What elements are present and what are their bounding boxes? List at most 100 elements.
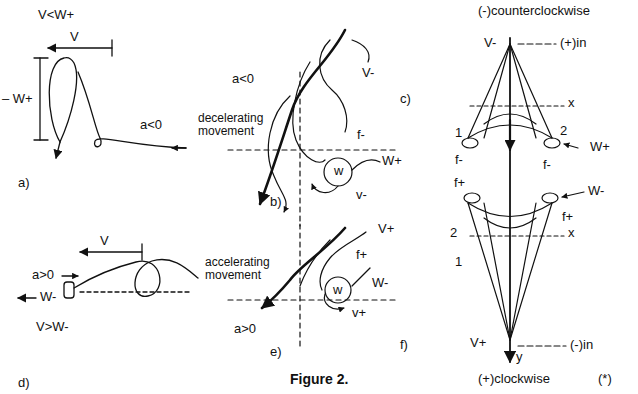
panel-d-stroke — [141, 244, 142, 260]
figure-label: v- — [356, 188, 367, 202]
panel-cf-stroke — [470, 105, 564, 106]
figure-label: f+ — [562, 210, 573, 224]
panel-cf-stroke — [462, 138, 478, 148]
figure-label: (-)in — [570, 338, 593, 352]
figure-label: V — [100, 234, 109, 248]
figure-label: x — [568, 226, 575, 240]
panel-cf — [462, 38, 584, 362]
figure-label: (+)clockwise — [478, 372, 550, 386]
figure-label: f+ — [454, 176, 465, 190]
panel-b-stroke — [312, 184, 338, 193]
figure-caption: Figure 2. — [290, 372, 348, 387]
panel-a-stroke — [48, 47, 112, 48]
figure-label: w — [334, 164, 343, 178]
figure-label: V- — [484, 36, 496, 50]
panel-cf-stroke — [468, 44, 510, 138]
panel-cf-stroke — [484, 44, 510, 138]
figure-label: W+ — [382, 154, 402, 168]
panel-cf-stroke — [484, 218, 536, 228]
panel-e-stroke — [300, 240, 330, 286]
figure-label: (+)in — [560, 36, 586, 50]
panel-cf-stroke — [509, 120, 511, 150]
panel-a-stroke — [172, 147, 186, 148]
figure-label: f- — [543, 158, 551, 172]
panel-e-stroke — [352, 268, 370, 286]
figure-label: v+ — [352, 306, 366, 320]
figure-label: a) — [18, 176, 30, 190]
panel-a-stroke — [56, 142, 60, 158]
figure-label: V- — [362, 66, 374, 80]
panel-d-stroke — [18, 297, 36, 298]
panel-a — [34, 40, 186, 158]
panel-b-stroke — [352, 160, 380, 170]
panel-a-stroke — [49, 58, 76, 142]
figure-label: V+ — [378, 222, 394, 236]
figure-label: (-)counterclockwise — [478, 4, 590, 18]
panel-b-stroke — [293, 62, 325, 162]
panel-cf-stroke — [510, 203, 552, 340]
figure-label: 1 — [455, 255, 462, 269]
figure-label: a>0 — [234, 322, 256, 336]
panel-b-stroke — [320, 40, 347, 132]
panel-d-stroke — [62, 275, 78, 276]
panel-d-stroke — [64, 282, 74, 298]
panel-cf-stroke — [518, 345, 566, 346]
figure-label: W+ — [590, 140, 610, 154]
panel-e-stroke — [262, 228, 345, 308]
panel-cf-stroke — [484, 203, 510, 340]
figure-label: V — [70, 30, 79, 44]
panel-b-stroke — [228, 149, 398, 150]
figure-label: a>0 — [32, 268, 54, 282]
panel-d-stroke — [80, 251, 142, 252]
figure-label: W- — [372, 276, 388, 290]
panel-cf-stroke — [510, 44, 552, 138]
panel-b-stroke — [352, 40, 369, 62]
figure-label: d) — [18, 376, 30, 390]
figure-label: 2 — [450, 226, 457, 240]
panel-a-stroke — [34, 139, 48, 140]
figure-label: 1 — [455, 126, 462, 140]
figure-label: a<0 — [140, 118, 162, 132]
figure-label: W- — [588, 184, 604, 198]
panel-d-stroke — [80, 291, 190, 292]
panel-cf-stroke — [564, 144, 578, 148]
panel-a-stroke — [34, 57, 48, 58]
figure-label: 2 — [560, 124, 567, 138]
panel-cf-stroke — [542, 193, 558, 203]
panel-a-stroke — [111, 40, 112, 56]
figure-label: f- — [455, 153, 463, 167]
figure-label: a<0 — [232, 72, 254, 86]
figure-label: c) — [400, 92, 411, 106]
panel-d-stroke — [74, 259, 198, 296]
panel-a-stroke — [39, 58, 40, 140]
panel-cf-stroke — [464, 193, 480, 203]
panel-cf-stroke — [468, 203, 510, 340]
figure-label: W- — [40, 290, 56, 304]
figure-label: y — [516, 350, 523, 364]
panel-cf-stroke — [510, 44, 536, 138]
figure-label: accelerating movement — [205, 256, 287, 282]
panel-cf-stroke — [509, 38, 511, 362]
panel-a-stroke — [78, 72, 186, 148]
figure-label: V<W+ — [38, 8, 74, 22]
figure-label: w — [333, 283, 342, 297]
panel-cf-stroke — [518, 43, 556, 44]
panel-b-stroke — [268, 96, 290, 212]
panel-e — [228, 224, 398, 346]
panel-e-stroke — [228, 299, 398, 300]
panel-cf-stroke — [468, 203, 552, 217]
panel-cf-stroke — [562, 192, 584, 197]
panel-e-stroke — [325, 277, 351, 303]
panel-cf-stroke — [510, 203, 536, 340]
figure-label: f+ — [356, 248, 367, 262]
panel-b-stroke — [324, 158, 352, 186]
figure-label: – W+ — [2, 92, 33, 106]
figure-label: decelerating movement — [198, 112, 280, 138]
figure-label: (*) — [598, 372, 612, 386]
panel-b-stroke — [260, 30, 345, 204]
figure-label: f- — [357, 128, 365, 142]
figure-label: V>W- — [36, 320, 69, 334]
panel-cf-stroke — [470, 235, 564, 236]
